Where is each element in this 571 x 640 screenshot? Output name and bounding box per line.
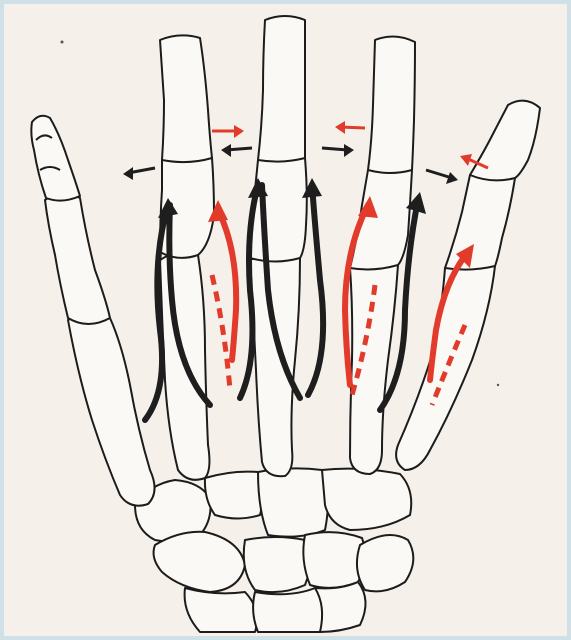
ulna-distal: [253, 588, 324, 632]
small-black-arrowhead-icon: [344, 144, 354, 157]
carpal-capitate: [258, 468, 328, 536]
print-speck: [61, 41, 64, 44]
black-curved-arrow-icon: [308, 185, 323, 395]
print-speck: [497, 384, 499, 386]
radius-distal: [185, 588, 257, 632]
carpal-hamate: [322, 469, 411, 530]
small-black-arrowhead-icon: [221, 144, 231, 157]
thumb: [31, 116, 154, 506]
thumb-metacarpal: [68, 313, 155, 505]
small-black-arrow-icon: [426, 170, 452, 178]
little-proximal-phalanx: [445, 171, 515, 270]
middle-proximal-phalanx: [250, 154, 307, 261]
small-black-arrowhead-icon: [123, 167, 133, 180]
red-curved-arrow-icon: [218, 210, 236, 360]
carpal-extra: [315, 582, 366, 632]
ring-middle-phalanx: [368, 36, 415, 173]
carpal-trapezoid: [205, 472, 263, 519]
thumb-proximal-phalanx: [45, 193, 110, 324]
thumb-distal-phalanx: [31, 116, 80, 201]
index-middle-phalanx: [160, 35, 212, 162]
middle-middle-phalanx: [258, 16, 305, 162]
carpal-bones: [135, 468, 413, 632]
middle-metacarpal: [250, 254, 300, 476]
red-dashed-line: [212, 275, 230, 390]
little-middle-phalanx: [470, 101, 540, 181]
small-red-arrowhead-icon: [234, 125, 244, 138]
carpal-scaphoid: [154, 532, 245, 592]
carpal-pisiform: [357, 535, 413, 591]
small-red-arrowhead-icon: [335, 121, 345, 134]
carpal-triquetrum: [303, 532, 365, 588]
middle-finger: [250, 16, 307, 476]
carpal-lunate: [244, 537, 310, 592]
